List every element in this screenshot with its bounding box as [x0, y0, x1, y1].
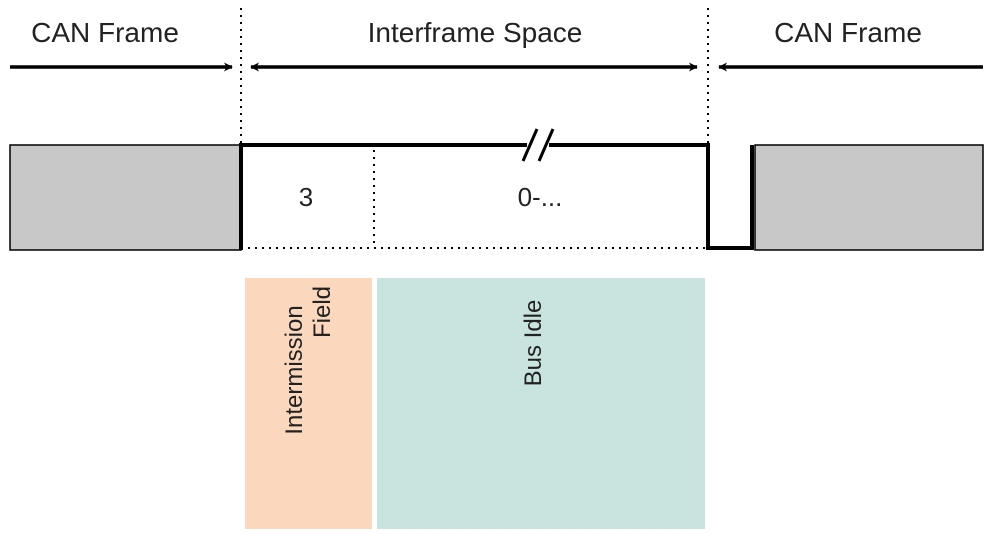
interframe-space-label: Interframe Space [368, 17, 583, 48]
bus-signal-waveform [239, 143, 754, 250]
intermission-field-label-line1: Intermission [281, 305, 308, 434]
break-mark-right [537, 128, 555, 162]
right-frame-block [754, 144, 984, 251]
intermission-field-label-line2: Field [309, 286, 336, 338]
right-frame-label: CAN Frame [774, 17, 922, 48]
left-frame-label: CAN Frame [31, 17, 179, 48]
bus-idle-bit-count: 0-... [518, 182, 563, 212]
break-mark-left [521, 128, 539, 162]
intermission-field-bar [245, 278, 372, 529]
intermission-bit-count: 3 [299, 182, 313, 212]
left-frame-block [9, 144, 242, 251]
bus-idle-label: Bus Idle [520, 300, 547, 387]
bus-idle-bar [377, 278, 705, 529]
